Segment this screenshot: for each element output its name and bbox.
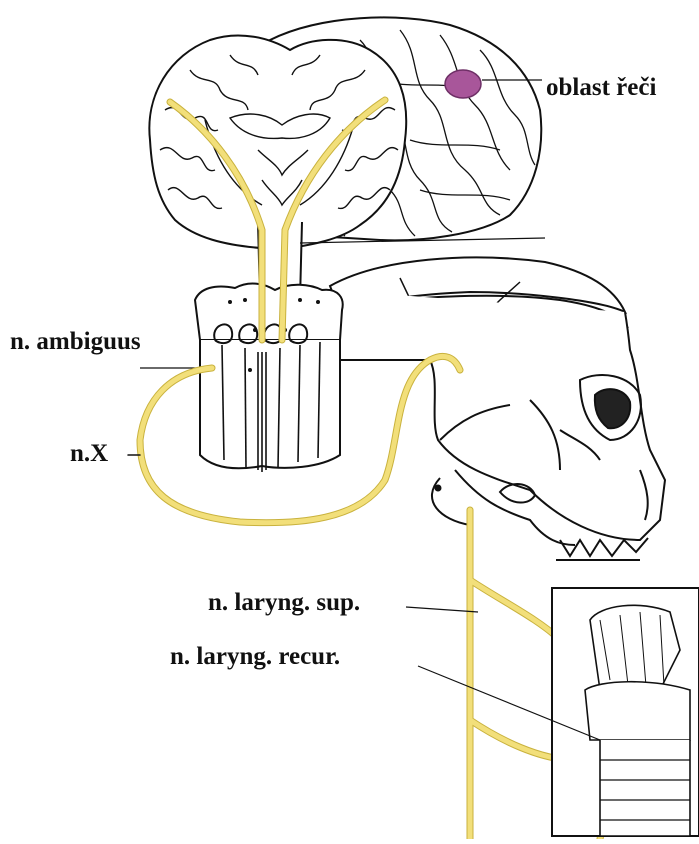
medulla-block bbox=[140, 284, 343, 472]
nucleus-ambiguus-label: n. ambiguus bbox=[10, 328, 141, 356]
larynx-inset bbox=[552, 588, 699, 836]
recurrent-laryngeal-label: n. laryng. recur. bbox=[170, 643, 340, 671]
skull bbox=[321, 257, 665, 560]
superior-laryngeal-label: n. laryng. sup. bbox=[208, 589, 360, 617]
vagus-nerve-label: n.X bbox=[70, 440, 108, 468]
speech-area-marker bbox=[445, 70, 481, 98]
speech-area-label: oblast řeči bbox=[546, 74, 656, 102]
